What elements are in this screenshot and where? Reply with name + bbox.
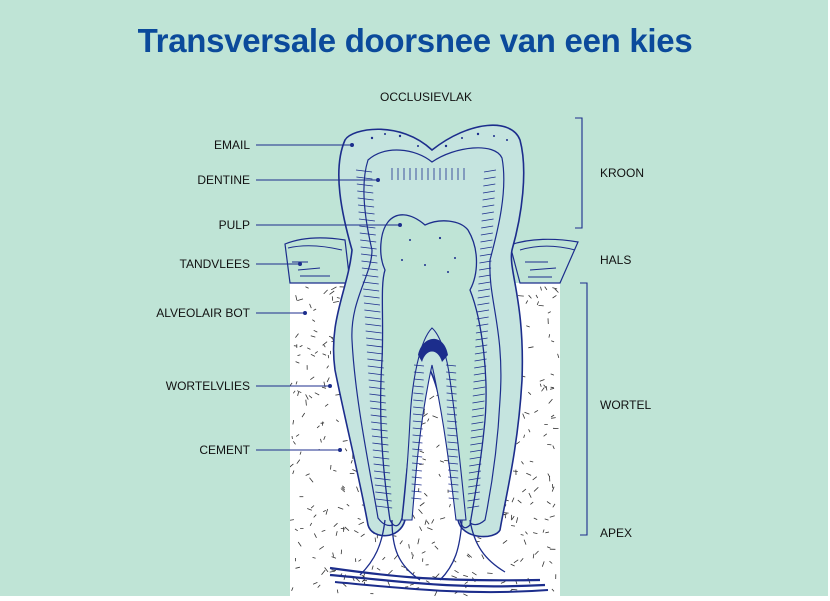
- bone-texture-stroke: [547, 444, 551, 445]
- bone-texture-stroke: [539, 305, 544, 306]
- page-title: Transversale doorsnee van een kies: [0, 22, 830, 60]
- bone-texture-stroke: [504, 513, 509, 514]
- label-occlusal: OCCLUSIEVLAK: [380, 90, 472, 104]
- label-kroon: KROON: [600, 166, 644, 180]
- bone-texture-stroke: [513, 471, 518, 472]
- label-alveolair-bot: ALVEOLAIR BOT: [156, 306, 250, 320]
- label-dentine: DENTINE: [197, 173, 250, 187]
- label-cement: CEMENT: [199, 443, 250, 457]
- bone-texture-stroke: [551, 387, 554, 388]
- label-email: EMAIL: [214, 138, 250, 152]
- label-pulp: PULP: [219, 218, 250, 232]
- bone-texture-stroke: [328, 355, 329, 358]
- label-apex: APEX: [600, 526, 632, 540]
- label-wortelvlies: WORTELVLIES: [166, 379, 250, 393]
- label-hals: HALS: [600, 253, 631, 267]
- label-tandvlees: TANDVLEES: [180, 257, 250, 271]
- region-brackets: [575, 118, 587, 535]
- bone-texture-stroke: [518, 296, 524, 297]
- label-wortel: WORTEL: [600, 398, 651, 412]
- bone-texture-stroke: [331, 465, 332, 470]
- bone-texture-stroke: [487, 573, 492, 574]
